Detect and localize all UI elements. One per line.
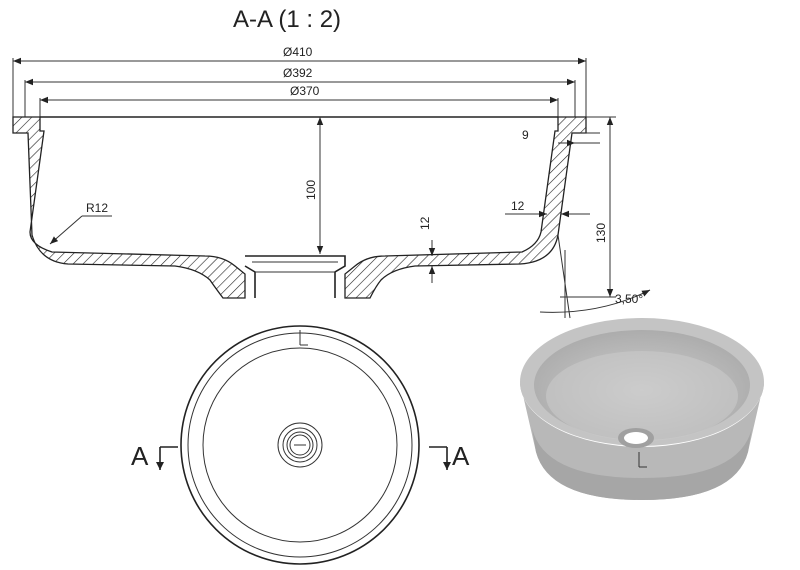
- dim-bottom-thickness: 12: [418, 216, 432, 230]
- basin-3d-render: [520, 318, 764, 500]
- dim-corner-radius: R12: [86, 201, 108, 215]
- section-mark-left: A: [131, 441, 178, 471]
- dim-line-draft-angle: [539, 289, 651, 313]
- dim-rim-step: 9: [522, 128, 529, 142]
- section-mark-left-label: A: [131, 441, 149, 471]
- section-view: Ø410 Ø392 Ø370 100 12 12 9 130: [12, 45, 651, 319]
- drawing-title: A-A (1 : 2): [233, 6, 341, 33]
- section-mark-right-label: A: [452, 441, 470, 471]
- section-left-wall: [12, 116, 246, 299]
- drain-outer-ring: [277, 422, 323, 468]
- dim-depth: 100: [304, 180, 318, 200]
- dim-outer-diameter: Ø410: [283, 45, 313, 59]
- dim-inner-diameter: Ø370: [290, 84, 320, 98]
- dim-height: 130: [594, 223, 608, 243]
- section-right-wall: [344, 116, 587, 299]
- dim-draft-angle: 3,50°: [615, 292, 643, 306]
- top-view: A A: [131, 325, 470, 565]
- drain-hole: [624, 432, 648, 444]
- section-mark-right: A: [429, 441, 470, 471]
- dim-wall-thickness: 12: [511, 199, 525, 213]
- dim-mid-diameter: Ø392: [283, 66, 313, 80]
